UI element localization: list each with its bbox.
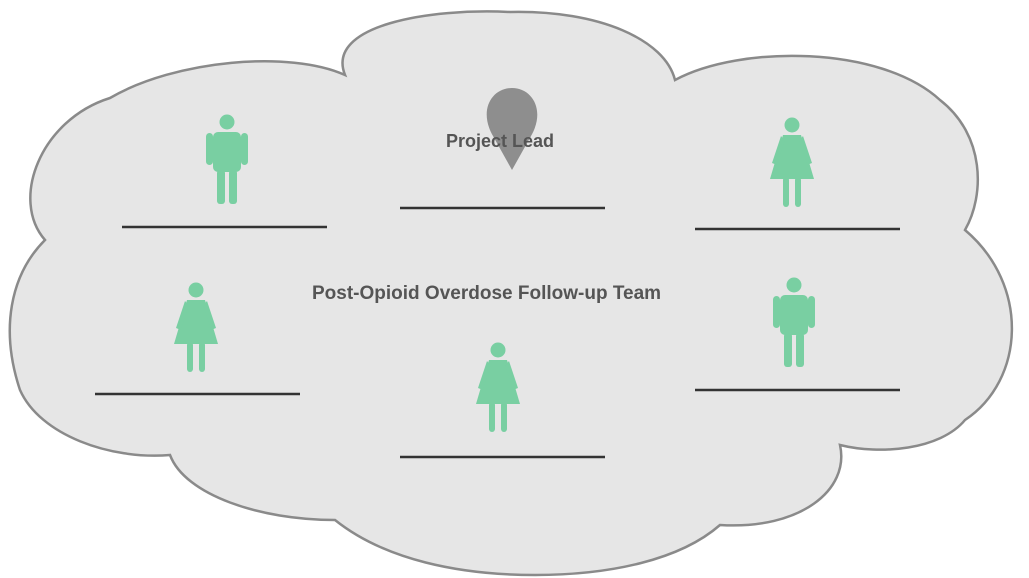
project-lead-label: Project Lead bbox=[446, 131, 555, 151]
cloud-shape bbox=[8, 10, 1014, 577]
team-title: Post-Opioid Overdose Follow-up Team bbox=[312, 283, 662, 304]
map-pin-icon bbox=[486, 88, 538, 170]
name-lines bbox=[95, 206, 900, 459]
